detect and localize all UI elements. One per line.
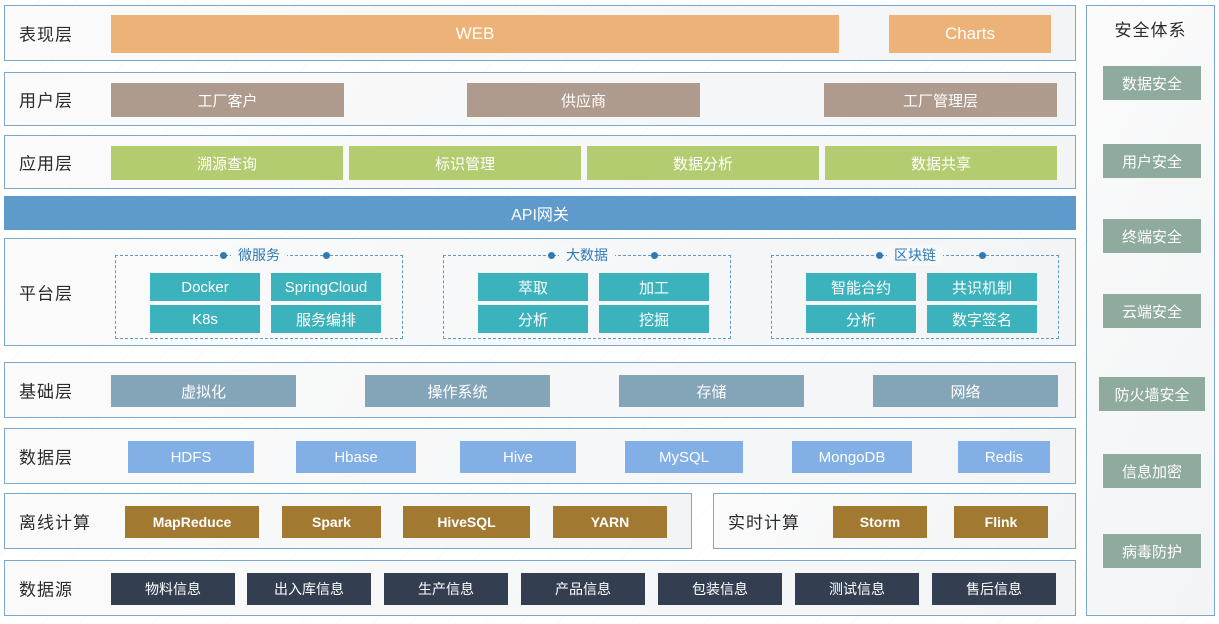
chip-data-security[interactable]: 数据安全 xyxy=(1103,66,1201,100)
chip-information-encryption[interactable]: 信息加密 xyxy=(1103,454,1201,488)
chip-mapreduce[interactable]: MapReduce xyxy=(125,506,259,538)
chip-springcloud[interactable]: SpringCloud xyxy=(271,273,381,301)
layer-panel-presentation: 表现层 WEB Charts xyxy=(4,5,1076,61)
group-blockchain: 区块链 智能合约 共识机制 分析 数字签名 xyxy=(771,245,1059,339)
chip-web[interactable]: WEB xyxy=(111,15,839,53)
chip-supplier[interactable]: 供应商 xyxy=(467,83,700,117)
chip-mining[interactable]: 挖掘 xyxy=(599,305,709,333)
chip-digital-signature[interactable]: 数字签名 xyxy=(927,305,1037,333)
chip-operating-system[interactable]: 操作系统 xyxy=(365,375,550,407)
chip-service-orchestration[interactable]: 服务编排 xyxy=(271,305,381,333)
chip-extract[interactable]: 萃取 xyxy=(478,273,588,301)
chip-factory-customer[interactable]: 工厂客户 xyxy=(111,83,344,117)
layer-label-presentation: 表现层 xyxy=(19,25,73,45)
chip-hivesql[interactable]: HiveSQL xyxy=(403,506,530,538)
chip-hbase[interactable]: Hbase xyxy=(296,441,416,473)
layer-panel-data: 数据层 HDFS Hbase Hive MySQL MongoDB Redis xyxy=(4,428,1076,484)
chip-cloud-security[interactable]: 云端安全 xyxy=(1103,294,1201,328)
chip-material-info[interactable]: 物料信息 xyxy=(111,573,235,605)
group-dot-right-blockchain xyxy=(979,252,986,259)
chip-product-info[interactable]: 产品信息 xyxy=(521,573,645,605)
chip-hive[interactable]: Hive xyxy=(460,441,576,473)
layer-label-platform: 平台层 xyxy=(19,284,73,304)
layer-panel-user: 用户层 工厂客户 供应商 工厂管理层 xyxy=(4,72,1076,126)
chip-analyze-blockchain[interactable]: 分析 xyxy=(806,305,916,333)
chip-data-sharing[interactable]: 数据共享 xyxy=(825,146,1057,180)
layer-panel-offline-compute: 离线计算 MapReduce Spark HiveSQL YARN xyxy=(4,493,692,549)
chip-mongodb[interactable]: MongoDB xyxy=(792,441,912,473)
chip-smart-contract[interactable]: 智能合约 xyxy=(806,273,916,301)
layer-label-realtime-compute: 实时计算 xyxy=(728,513,800,533)
chip-redis[interactable]: Redis xyxy=(958,441,1050,473)
chip-trace-query[interactable]: 溯源查询 xyxy=(111,146,343,180)
chip-api-gateway[interactable]: API网关 xyxy=(4,196,1076,230)
chip-identifier-management[interactable]: 标识管理 xyxy=(349,146,581,180)
chip-hdfs[interactable]: HDFS xyxy=(128,441,254,473)
chip-factory-management[interactable]: 工厂管理层 xyxy=(824,83,1057,117)
group-title-bigdata: 大数据 xyxy=(559,245,615,265)
chip-analyze-bigdata[interactable]: 分析 xyxy=(478,305,588,333)
security-panel: 安全体系 数据安全 用户安全 终端安全 云端安全 防火墙安全 信息加密 病毒防护 xyxy=(1086,5,1215,616)
chip-packaging-info[interactable]: 包装信息 xyxy=(658,573,782,605)
chip-terminal-security[interactable]: 终端安全 xyxy=(1103,219,1201,253)
group-dot-right-microservice xyxy=(323,252,330,259)
chip-process[interactable]: 加工 xyxy=(599,273,709,301)
security-panel-title: 安全体系 xyxy=(1114,21,1187,40)
layer-panel-datasource: 数据源 物料信息 出入库信息 生产信息 产品信息 包装信息 测试信息 售后信息 xyxy=(4,560,1076,616)
layer-panel-realtime-compute: 实时计算 Storm Flink xyxy=(713,493,1076,549)
chip-aftersales-info[interactable]: 售后信息 xyxy=(932,573,1056,605)
chip-production-info[interactable]: 生产信息 xyxy=(384,573,508,605)
layer-label-infrastructure: 基础层 xyxy=(19,382,73,402)
group-bigdata: 大数据 萃取 加工 分析 挖掘 xyxy=(443,245,731,339)
layer-panel-application: 应用层 溯源查询 标识管理 数据分析 数据共享 xyxy=(4,135,1076,189)
group-dot-right-bigdata xyxy=(651,252,658,259)
chip-yarn[interactable]: YARN xyxy=(553,506,667,538)
chip-consensus-mechanism[interactable]: 共识机制 xyxy=(927,273,1037,301)
chip-warehouse-info[interactable]: 出入库信息 xyxy=(247,573,371,605)
group-microservice: 微服务 Docker SpringCloud K8s 服务编排 xyxy=(115,245,403,339)
chip-testing-info[interactable]: 测试信息 xyxy=(795,573,919,605)
group-dot-left-microservice xyxy=(220,252,227,259)
layer-label-offline-compute: 离线计算 xyxy=(19,513,91,533)
chip-virus-protection[interactable]: 病毒防护 xyxy=(1103,534,1201,568)
layer-panel-infrastructure: 基础层 虚拟化 操作系统 存储 网络 xyxy=(4,362,1076,418)
group-title-blockchain: 区块链 xyxy=(887,245,943,265)
chip-data-analysis[interactable]: 数据分析 xyxy=(587,146,819,180)
chip-user-security[interactable]: 用户安全 xyxy=(1103,144,1201,178)
chip-spark[interactable]: Spark xyxy=(282,506,381,538)
chip-docker[interactable]: Docker xyxy=(150,273,260,301)
group-title-microservice: 微服务 xyxy=(231,245,287,265)
group-dot-left-blockchain xyxy=(876,252,883,259)
layer-label-data: 数据层 xyxy=(19,448,73,468)
chip-firewall-security[interactable]: 防火墙安全 xyxy=(1099,377,1205,411)
layer-panel-platform: 平台层 微服务 Docker SpringCloud K8s 服务编排 大数据 … xyxy=(4,238,1076,346)
chip-network[interactable]: 网络 xyxy=(873,375,1058,407)
layer-label-user: 用户层 xyxy=(19,91,73,111)
group-dot-left-bigdata xyxy=(548,252,555,259)
chip-flink[interactable]: Flink xyxy=(954,506,1048,538)
chip-storage[interactable]: 存储 xyxy=(619,375,804,407)
layer-label-datasource: 数据源 xyxy=(19,580,73,600)
chip-virtualization[interactable]: 虚拟化 xyxy=(111,375,296,407)
chip-charts[interactable]: Charts xyxy=(889,15,1051,53)
chip-k8s[interactable]: K8s xyxy=(150,305,260,333)
layer-label-application: 应用层 xyxy=(19,154,73,174)
chip-mysql[interactable]: MySQL xyxy=(625,441,743,473)
chip-storm[interactable]: Storm xyxy=(833,506,927,538)
